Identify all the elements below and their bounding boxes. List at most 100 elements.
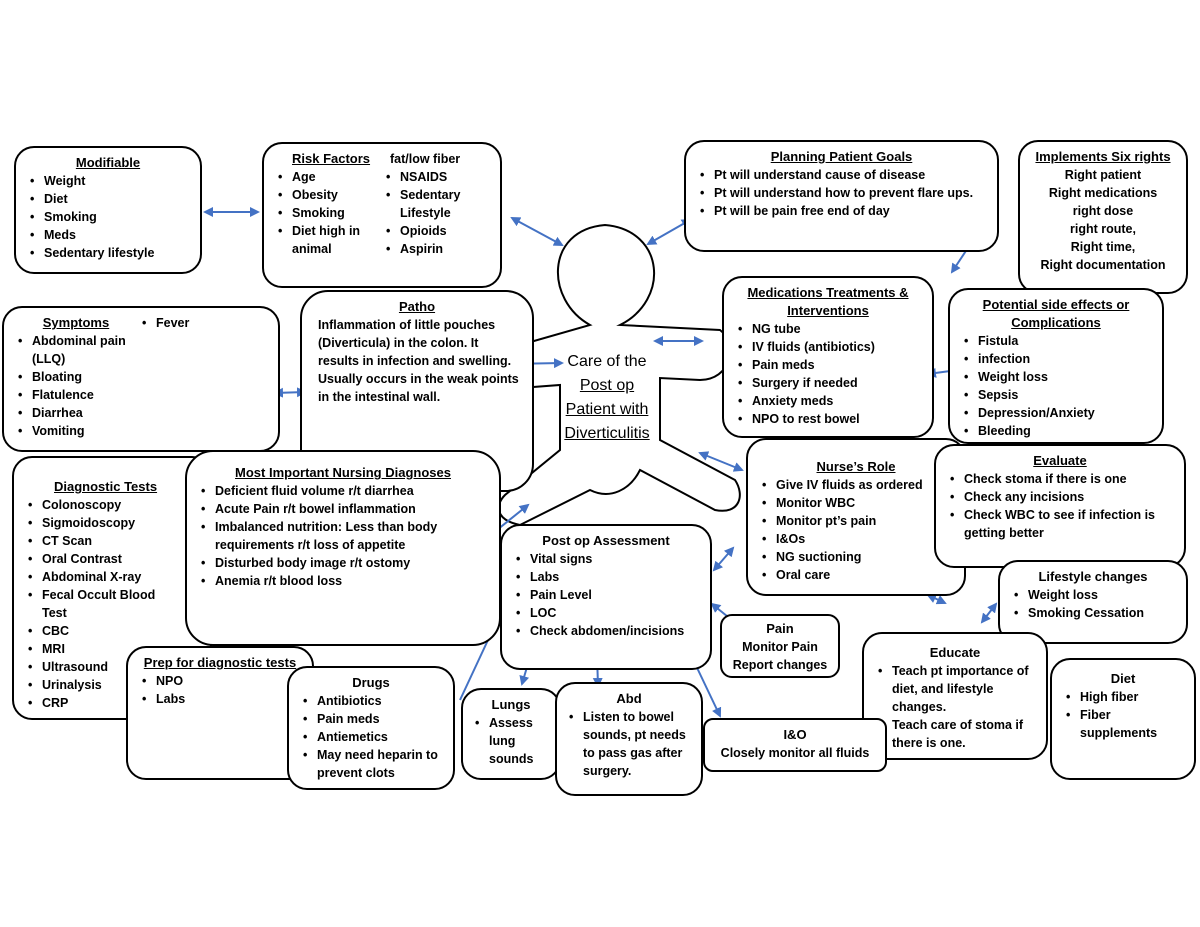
list-item: Antibiotics — [303, 692, 443, 710]
list-item: Check stoma if there is one — [950, 470, 1174, 488]
list-item: Oral Contrast — [28, 550, 200, 568]
list-item: MRI — [28, 640, 200, 658]
list-item: NSAIDS — [386, 168, 490, 186]
list-item: Pt will understand how to prevent flare … — [700, 184, 987, 202]
list-item: Acute Pain r/t bowel inflammation — [201, 500, 489, 518]
list-item: Abdominal X-ray — [28, 568, 200, 586]
risk-col2-first: fat/low fiber — [390, 152, 461, 166]
list-item: Smoking Cessation — [1014, 604, 1176, 622]
symptoms-col1: Symptoms Abdominal pain (LLQ) Bloating F… — [14, 314, 138, 440]
modifiable-box: Modifiable Weight Diet Smoking Meds Sede… — [14, 146, 202, 274]
list-item: Assess lung sounds — [475, 714, 551, 768]
arrow-center-nursesrole — [698, 451, 744, 472]
list-item: Give IV fluids as ordered — [762, 476, 954, 494]
list-item: Weight — [30, 172, 190, 190]
list-item: Meds — [30, 226, 190, 244]
central-title-line1: Care of the — [567, 353, 647, 370]
list-item: Teach pt importance of diet, and lifesty… — [878, 662, 1036, 716]
nurses-role-title: Nurse’s Role — [816, 459, 896, 474]
six-rights-title: Implements Six rights — [1035, 149, 1171, 164]
six-rights-line: right route, — [1070, 222, 1136, 236]
list-item: NPO — [142, 672, 302, 690]
list-item: Labs — [516, 568, 700, 586]
list-item: CBC — [28, 622, 200, 640]
side-effects-title: Potential side effects or Complications — [982, 297, 1130, 330]
list-item: Disturbed body image r/t ostomy — [201, 554, 489, 572]
list-item: Pain Level — [516, 586, 700, 604]
list-item: Ultrasound — [28, 658, 200, 676]
list-item: LOC — [516, 604, 700, 622]
symptoms-box: Symptoms Abdominal pain (LLQ) Bloating F… — [2, 306, 280, 452]
list-item: Colonoscopy — [28, 496, 200, 514]
drugs-box: Drugs Antibiotics Pain meds Antiemetics … — [287, 666, 455, 790]
medications-box: Medications Treatments & Interventions N… — [722, 276, 934, 438]
list-item: Pain meds — [303, 710, 443, 728]
planning-title: Planning Patient Goals — [770, 149, 913, 164]
central-title-line4: Diverticulitis — [564, 425, 650, 442]
drugs-title: Drugs — [352, 675, 390, 690]
list-item: Age — [278, 168, 382, 186]
prep-box: Prep for diagnostic tests NPO Labs — [126, 646, 314, 780]
list-item: Antiemetics — [303, 728, 443, 746]
io-text: Closely monitor all fluids — [720, 746, 870, 760]
list-item: Labs — [142, 690, 302, 708]
list-item: Pt will be pain free end of day — [700, 202, 987, 220]
educate-title: Educate — [929, 645, 981, 660]
list-item: Obesity — [278, 186, 382, 204]
list-item: Flatulence — [18, 386, 138, 404]
six-rights-line: Right medications — [1048, 186, 1158, 200]
risk-col1: Risk Factors Age Obesity Smoking Diet hi… — [274, 150, 382, 258]
abd-title: Abd — [616, 691, 642, 706]
list-item: High fiber — [1066, 688, 1184, 706]
list-item: Anxiety meds — [738, 392, 922, 410]
list-item: Abdominal pain (LLQ) — [18, 332, 138, 368]
list-item: Sigmoidoscopy — [28, 514, 200, 532]
list-item: Oral care — [762, 566, 954, 584]
modifiable-title: Modifiable — [75, 155, 141, 170]
list-item: Imbalanced nutrition: Less than body req… — [201, 518, 489, 554]
central-title: Care of the Post op Patient with Diverti… — [552, 350, 662, 446]
six-rights-box: Implements Six rights Right patient Righ… — [1018, 140, 1188, 294]
pain-line: Monitor Pain — [742, 640, 818, 654]
educate-text2: Teach care of stoma if there is one. — [892, 718, 1024, 750]
nursing-diagnoses-box: Most Important Nursing Diagnoses Deficie… — [185, 450, 501, 646]
list-item: Aspirin — [386, 240, 490, 258]
patho-title: Patho — [398, 299, 436, 314]
educate-box: Educate Teach pt importance of diet, and… — [862, 632, 1048, 760]
list-item: Check any incisions — [950, 488, 1174, 506]
central-title-line3: Patient with — [565, 401, 649, 418]
list-item: I&Os — [762, 530, 954, 548]
medications-title: Medications Treatments & Interventions — [747, 285, 909, 318]
list-item: NPO to rest bowel — [738, 410, 922, 428]
central-title-line2: Post op — [579, 377, 635, 394]
list-item: Diet — [30, 190, 190, 208]
list-item: Diet high in animal — [278, 222, 382, 258]
list-item: Listen to bowel sounds, pt needs to pass… — [569, 708, 693, 780]
post-op-assessment-box: Post op Assessment Vital signs Labs Pain… — [500, 524, 712, 670]
diet-box: Diet High fiber Fiber supplements — [1050, 658, 1196, 780]
diagnostic-tests-title: Diagnostic Tests — [54, 479, 158, 494]
list-item: Fever — [142, 314, 268, 332]
list-item: Anemia r/t blood loss — [201, 572, 489, 590]
pain-line: Report changes — [732, 658, 828, 672]
list-item: Fistula — [964, 332, 1152, 350]
post-op-title: Post op Assessment — [542, 533, 670, 548]
pain-box: Pain Monitor Pain Report changes — [720, 614, 840, 678]
risk-col2: fat/low fiber NSAIDS Sedentary Lifestyle… — [382, 150, 490, 258]
list-item: Fiber supplements — [1066, 706, 1184, 742]
io-box: I&O Closely monitor all fluids — [703, 718, 887, 772]
side-effects-box: Potential side effects or Complications … — [948, 288, 1164, 444]
planning-box: Planning Patient Goals Pt will understan… — [684, 140, 999, 252]
list-item: Smoking — [30, 208, 190, 226]
list-item: NG tube — [738, 320, 922, 338]
arrow-postop-nursesrole — [712, 546, 735, 572]
six-rights-line: Right documentation — [1040, 258, 1166, 272]
nurses-role-box: Nurse’s Role Give IV fluids as ordered M… — [746, 438, 966, 596]
evaluate-box: Evaluate Check stoma if there is one Che… — [934, 444, 1186, 568]
list-item: infection — [964, 350, 1152, 368]
list-item: Pt will understand cause of disease — [700, 166, 987, 184]
symptoms-col2: Fever — [138, 314, 268, 440]
evaluate-title: Evaluate — [1033, 453, 1087, 468]
lifestyle-box: Lifestyle changes Weight loss Smoking Ce… — [998, 560, 1188, 644]
list-item: Vital signs — [516, 550, 700, 568]
